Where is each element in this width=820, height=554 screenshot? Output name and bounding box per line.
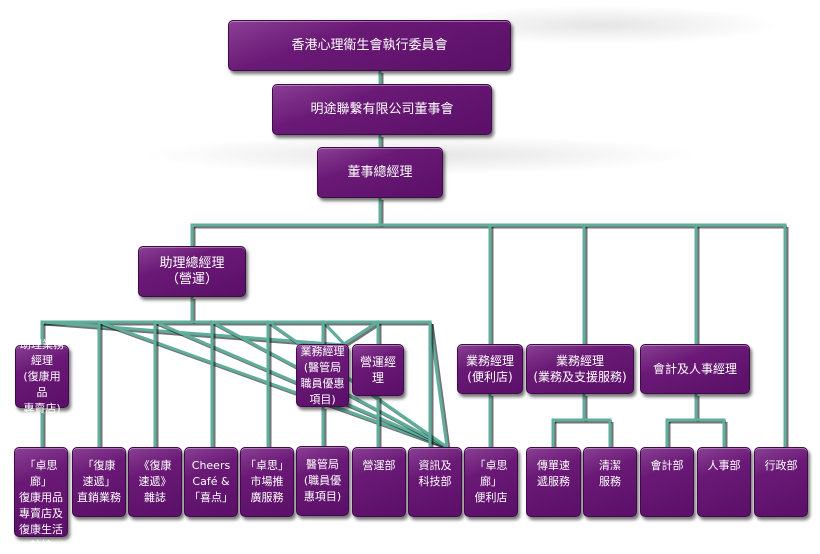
node-accounting-hr-manager[interactable]: 會計及人事經理 (640, 344, 750, 394)
node-dept-magazine[interactable]: 《復康 速遞》 雜誌 (128, 447, 182, 517)
node-dept-administration[interactable]: 行政部 (754, 447, 808, 517)
node-assistant-business-manager[interactable]: 助理業務 經理 (復康用品 專賣店) (15, 338, 69, 415)
node-label: 清潔 服務 (599, 459, 621, 488)
node-label: 會計及人事經理 (652, 362, 737, 376)
node-board-of-directors[interactable]: 明途聯繫有限公司董事會 (272, 84, 492, 135)
node-label: 會計部 (650, 459, 684, 472)
node-label: 營運經理 (359, 355, 396, 385)
node-managing-director[interactable]: 董事總經理 (317, 147, 443, 198)
node-dept-hr[interactable]: 人事部 (697, 447, 751, 517)
node-label: 明途聯繫有限公司董事會 (310, 101, 454, 117)
node-dept-marketing-services[interactable]: 「卓思」 市場推 廣服務 (240, 447, 294, 517)
node-label: 人事部 (707, 459, 741, 472)
node-label: 傳單速 遞服務 (537, 459, 570, 488)
node-dept-direct-sales[interactable]: 「復康 速遞」 直銷業務 (72, 447, 126, 517)
node-dept-operations[interactable]: 營運部 (352, 447, 406, 517)
node-label: 董事總經理 (347, 164, 413, 180)
node-label: 醫管局 (職員優 惠項目) (303, 458, 342, 503)
node-label: 「復康 速遞」 直銷業務 (77, 459, 121, 504)
node-dept-cleaning[interactable]: 清潔 服務 (583, 447, 637, 517)
node-executive-committee[interactable]: 香港心理衛生會執行委員會 (228, 20, 511, 71)
connector-shadow (430, 323, 451, 450)
node-label: 業務經理 (醫管局 職員優惠 項目) (300, 344, 345, 406)
node-label: 「卓思」 市場推 廣服務 (245, 459, 289, 504)
node-label: 業務經理 (便利店) (465, 354, 514, 384)
node-dept-accounting[interactable]: 會計部 (640, 447, 694, 517)
node-label: 行政部 (764, 459, 798, 472)
node-dept-jockey-rehab-shop[interactable]: 「卓思廊」 復康用品 專賣店及 復康生活 幹線 (14, 447, 68, 552)
node-label: 營運部 (362, 459, 396, 472)
node-dept-leaflet-delivery[interactable]: 傳單速 遞服務 (526, 447, 581, 517)
node-label: 「卓思廊」 復康用品 專賣店及 復康生活 幹線 (19, 459, 63, 552)
node-assistant-general-manager[interactable]: 助理總經理 （營運） (138, 246, 246, 297)
node-dept-ha-staff-program[interactable]: 醫管局 (職員優 惠項目) (296, 446, 349, 516)
node-dept-convenience-store[interactable]: 「卓思廊」 便利店 (464, 447, 518, 517)
node-business-manager-support[interactable]: 業務經理 (業務及支援服務) (526, 344, 634, 394)
node-dept-it[interactable]: 資訊及 科技部 (408, 447, 462, 517)
node-business-manager-ha[interactable]: 業務經理 (醫管局 職員優惠 項目) (296, 344, 349, 407)
node-label: 「卓思廊」 便利店 (474, 459, 508, 504)
node-label: Cheers Café & 「喜点」 (189, 459, 233, 504)
node-label: 業務經理 (業務及支援服務) (533, 354, 627, 384)
node-label: 助理總經理 （營運） (159, 255, 225, 287)
node-label: 資訊及 科技部 (418, 459, 452, 488)
node-business-manager-convenience[interactable]: 業務經理 (便利店) (457, 344, 523, 394)
node-dept-cheers-cafe[interactable]: Cheers Café & 「喜点」 (184, 447, 238, 517)
node-label: 《復康 速遞》 雜誌 (138, 459, 172, 504)
node-label: 助理業務 經理 (復康用品 專賣店) (20, 337, 64, 415)
node-label: 香港心理衛生會執行委員會 (291, 37, 448, 53)
connector-line-17 (341, 319, 381, 347)
connector-shadow (345, 322, 381, 348)
node-operations-manager[interactable]: 營運經理 (352, 344, 404, 396)
